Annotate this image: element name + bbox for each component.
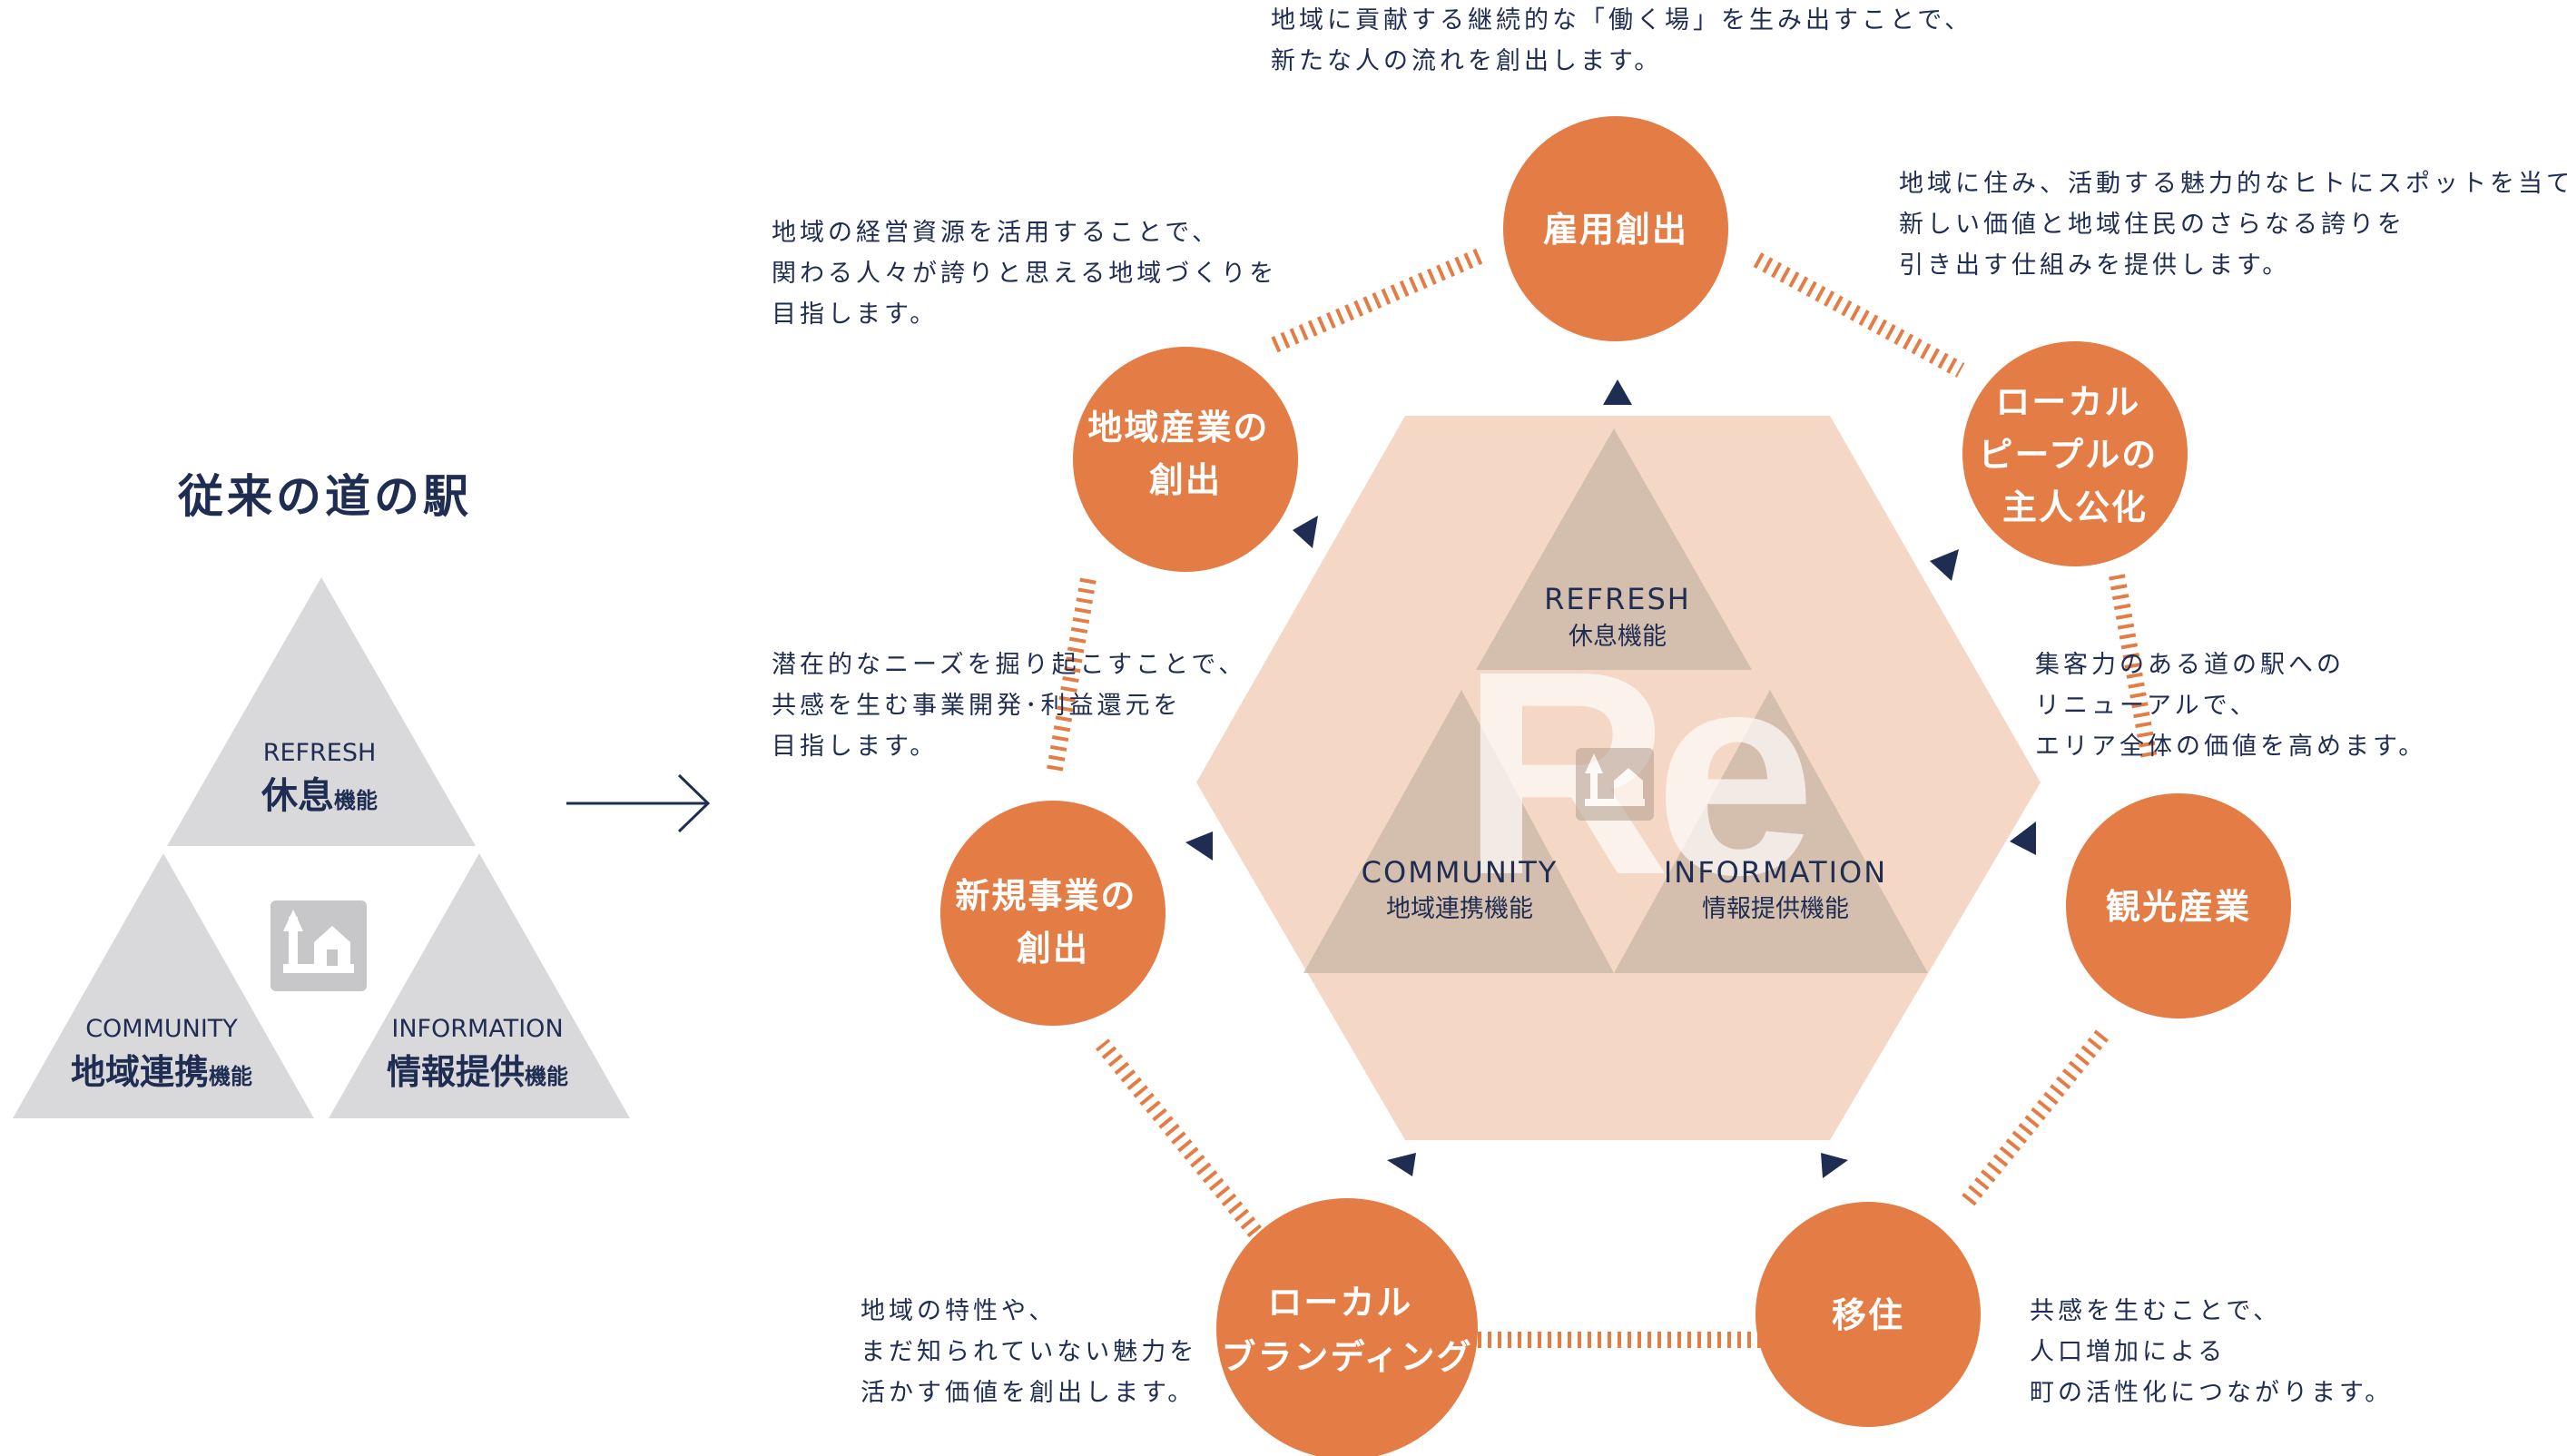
node-branding-line-2: ブランディング <box>1221 1337 1472 1377</box>
node-koyou-line-1: 雇用創出 <box>1543 210 1688 250</box>
svg-text:地域産業の 創出: 地域産業の 創出 <box>1087 408 1283 500</box>
community-triangle <box>13 853 314 1118</box>
flow-markers <box>1185 379 2036 1178</box>
center-community-jp: 地域連携機能 <box>1386 895 1533 923</box>
description-shinki-line-1: 潜在的なニーズを掘り起こすことで、 <box>772 651 1247 679</box>
description-kanko: 集客力のある道の駅への リニューアルで、 エリア全体の価値を高めます。 <box>2035 644 2426 767</box>
description-iju-line-2: 人口増加による <box>2030 1338 2227 1366</box>
refresh-label-jp: 休息機能 <box>261 775 378 817</box>
svg-text:ローカル ピープルの 主人公化: ローカル ピープルの 主人公化 <box>1979 382 2172 527</box>
flow-arrow-5 <box>1387 1153 1416 1176</box>
connector-chiiki-koyou <box>1271 248 1483 353</box>
description-kanko-line-2: リニューアルで、 <box>2035 692 2258 720</box>
svg-text:新規事業の 創出: 新規事業の 創出 <box>955 876 1150 969</box>
description-local-people-line-2: 新しい価値と地域住民のさらなる誇りを <box>1899 211 2405 239</box>
node-local-people-line-1: ローカル <box>1995 382 2140 422</box>
center-information-jp: 情報提供機能 <box>1702 895 1849 923</box>
refresh-triangle <box>167 577 476 846</box>
refresh-label-suffix: 機能 <box>334 788 378 813</box>
description-branding: 地域の特性や、 まだ知られていない魅力を 活かす価値を創出します。 <box>861 1291 1197 1413</box>
conventional-title: 従来の道の駅 <box>177 470 472 523</box>
description-koyou-line-2: 新たな人の流れを創出します。 <box>1271 47 1663 75</box>
transition-arrow <box>566 773 711 833</box>
description-branding-line-1: 地域の特性や、 <box>861 1297 1057 1325</box>
node-shinki: 新規事業の 創出 <box>940 801 1165 1026</box>
node-koyou: 雇用創出 <box>1503 116 1728 341</box>
community-label-main: 地域連携 <box>71 1052 209 1092</box>
conventional-station-panel: 従来の道の駅 REFRESH 休息機能 COMMUNITY 地域連携機能 INF… <box>13 470 630 1118</box>
connector-branding-shinki <box>1096 1038 1268 1245</box>
svg-text:ローカル ブランディング: ローカル ブランディング <box>1221 1283 1472 1377</box>
description-branding-line-3: 活かす価値を創出します。 <box>861 1379 1196 1407</box>
svg-text:移住: 移住 <box>1832 1295 1904 1335</box>
refresh-label-en: REFRESH <box>263 739 377 767</box>
node-chiiki: 地域産業の 創出 <box>1073 347 1298 572</box>
node-chiiki-line-2: 創出 <box>1149 460 1222 500</box>
information-label-en: INFORMATION <box>391 1015 563 1043</box>
connector-kanko-iju <box>1958 1029 2109 1211</box>
connector-localpeople-kanko <box>2109 574 2158 761</box>
center-information-en: INFORMATION <box>1664 855 1887 890</box>
ring-connectors <box>1047 248 2158 1348</box>
community-label-en: COMMUNITY <box>85 1015 238 1043</box>
flow-arrow-2 <box>1930 549 1959 581</box>
node-shinki-line-2: 創出 <box>1017 929 1089 969</box>
svg-text:雇用創出: 雇用創出 <box>1543 210 1688 250</box>
description-kanko-line-1: 集客力のある道の駅への <box>2035 651 2345 679</box>
node-iju-line-1: 移住 <box>1832 1295 1904 1335</box>
center-community-triangle <box>1303 690 1614 973</box>
roadside-station-icon <box>270 900 367 991</box>
center-station-icon <box>1576 748 1654 821</box>
information-label-main: 情報提供 <box>387 1052 525 1092</box>
center-information-triangle <box>1614 690 1928 973</box>
node-branding-line-1: ローカル <box>1267 1283 1412 1323</box>
center-refresh-jp: 休息機能 <box>1569 623 1667 651</box>
connector-shinki-chiiki <box>1047 572 1097 772</box>
node-chiiki-line-1: 地域産業の <box>1087 408 1269 448</box>
node-local-people-line-3: 主人公化 <box>2002 487 2148 527</box>
center-community-en: COMMUNITY <box>1362 855 1559 890</box>
information-label-jp: 情報提供機能 <box>387 1052 568 1092</box>
node-shinki-line-1: 新規事業の <box>955 876 1136 916</box>
description-shinki: 潜在的なニーズを掘り起こすことで、 共感を生む事業開発･利益還元を 目指します。 <box>772 644 1246 767</box>
node-iju: 移住 <box>1756 1202 1981 1427</box>
refresh-label-main: 休息 <box>261 775 334 817</box>
information-triangle <box>329 853 630 1118</box>
description-chiiki: 地域の経営資源を活用することで、 関わる人々が誇りと思える地域づくりを 目指しま… <box>772 212 1277 335</box>
node-local-people: ローカル ピープルの 主人公化 <box>1962 341 2188 566</box>
description-iju-line-1: 共感を生むことで、 <box>2030 1297 2282 1325</box>
description-chiiki-line-3: 目指します。 <box>772 300 939 329</box>
flow-arrow-6 <box>1185 831 1213 861</box>
description-chiiki-line-2: 関わる人々が誇りと思える地域づくりを <box>772 260 1278 288</box>
description-local-people-line-3: 引き出す仕組みを提供します。 <box>1899 251 2291 280</box>
description-iju: 共感を生むことで、 人口増加による 町の活性化につながります。 <box>2030 1291 2393 1413</box>
svg-text:観光産業: 観光産業 <box>2106 887 2251 927</box>
connector-koyou-localpeople <box>1753 252 1965 378</box>
information-label-suffix: 機能 <box>525 1064 568 1089</box>
description-kanko-line-3: エリア全体の価値を高めます。 <box>2035 733 2427 761</box>
community-label-suffix: 機能 <box>209 1064 252 1089</box>
community-label-jp: 地域連携機能 <box>71 1052 252 1092</box>
description-shinki-line-2: 共感を生む事業開発･利益還元を <box>772 692 1182 720</box>
flow-arrow-4 <box>1821 1153 1848 1178</box>
description-shinki-line-3: 目指します。 <box>772 733 939 761</box>
node-branding: ローカル ブランディング <box>1216 1198 1478 1456</box>
description-local-people-line-1: 地域に住み、活動する魅力的なヒトにスポットを当て、 <box>1899 170 2567 198</box>
description-koyou-line-1: 地域に貢献する継続的な「働く場」を生み出すことで、 <box>1271 6 1973 34</box>
node-kanko-line-1: 観光産業 <box>2106 887 2251 927</box>
description-iju-line-3: 町の活性化につながります。 <box>2030 1379 2394 1407</box>
flow-arrow-3 <box>2010 821 2036 855</box>
flow-arrow-7 <box>1293 516 1318 548</box>
center-refresh-en: REFRESH <box>1544 582 1691 616</box>
node-kanko: 観光産業 <box>2066 793 2291 1018</box>
flow-arrow-1 <box>1603 379 1632 405</box>
description-chiiki-line-1: 地域の経営資源を活用することで、 <box>772 219 1221 247</box>
node-local-people-line-2: ピープルの <box>1979 435 2159 475</box>
description-branding-line-2: まだ知られていない魅力を <box>861 1338 1198 1366</box>
description-koyou: 地域に貢献する継続的な「働く場」を生み出すことで、 新たな人の流れを創出します。 <box>1271 0 1972 82</box>
description-local-people: 地域に住み、活動する魅力的なヒトにスポットを当て、 新しい価値と地域住民のさらな… <box>1899 163 2567 286</box>
center-refresh-triangle <box>1476 428 1752 670</box>
